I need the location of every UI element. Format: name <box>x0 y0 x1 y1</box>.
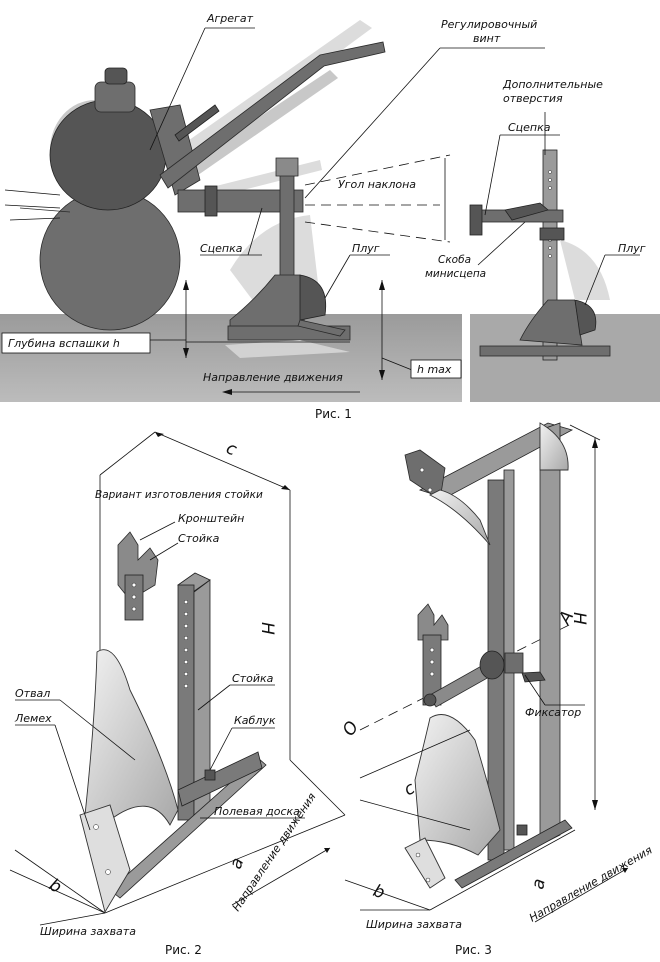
dim-a-fig2: a <box>226 855 248 872</box>
fig3-moldboard <box>404 714 501 889</box>
fig2-illustration <box>9 431 346 926</box>
label-width-fig3: Ширина захвата <box>366 918 462 931</box>
dim-H-fig2: H <box>257 622 277 635</box>
fig2-field-board <box>109 751 267 899</box>
label-post-small: Стойка <box>178 532 220 545</box>
caption-fig2: Рис. 2 <box>165 943 202 957</box>
fig1-illustration <box>0 20 660 402</box>
caption-fig1: Рис. 1 <box>315 407 352 421</box>
label-moldboard: Отвал <box>15 687 50 700</box>
label-adjusting-screw-line2: винт <box>473 32 501 45</box>
label-bracket-line2: минисцепа <box>425 268 486 280</box>
label-adjusting-screw-line1: Регулировочный <box>441 18 537 31</box>
label-extra-holes-line1: Дополнительные <box>502 78 603 91</box>
label-extra-holes-line2: отверстия <box>503 92 563 105</box>
label-aggregate: Агрегат <box>206 12 254 25</box>
label-hitch-left: Сцепка <box>200 242 243 255</box>
dim-O-fig3: O <box>339 718 363 740</box>
fig3-frame <box>418 422 574 889</box>
hmax-label-box: h max <box>410 359 462 379</box>
label-hitch-right: Сцепка <box>508 121 551 134</box>
label-share: Лемех <box>14 712 52 725</box>
dim-a-fig3: a <box>528 877 550 891</box>
label-post: Стойка <box>232 672 274 685</box>
fig3-axle <box>417 603 546 708</box>
label-field-board: Полевая доска <box>214 805 300 818</box>
fig3-upper-blade <box>404 422 569 546</box>
label-plow-left: Плуг <box>352 242 380 255</box>
label-plow-right: Плуг <box>618 242 646 255</box>
fig2-moldboard <box>79 649 179 914</box>
label-bracket-line1: Скоба <box>438 254 471 266</box>
fig1-tractor <box>4 41 386 331</box>
dim-H-fig3: H <box>569 612 589 625</box>
label-variant-post: Вариант изготовления стойки <box>95 489 263 501</box>
depth-label-box: Глубина вспашки h <box>1 332 151 354</box>
dim-c-fig2: c <box>223 438 240 460</box>
fig3-illustration <box>344 422 629 923</box>
label-plow-depth: Глубина вспашки h <box>8 337 120 350</box>
fig1-plow <box>225 157 351 358</box>
label-fixator: Фиксатор <box>525 706 581 719</box>
label-bracket: Кронштейн <box>178 512 244 525</box>
label-tilt-angle: Угол наклона <box>338 178 416 191</box>
label-heel: Каблук <box>234 714 276 727</box>
dim-b-fig2: b <box>46 875 65 898</box>
fig2-post <box>177 572 211 821</box>
dim-b-fig3: b <box>370 881 387 903</box>
fig2-variant-post <box>117 531 159 621</box>
fig1-hitch-detail <box>469 149 611 361</box>
caption-fig3: Рис. 3 <box>455 943 492 957</box>
label-h-max: h max <box>417 363 452 376</box>
label-direction-fig1: Направление движения <box>203 371 343 384</box>
label-width-fig2: Ширина захвата <box>40 925 136 938</box>
